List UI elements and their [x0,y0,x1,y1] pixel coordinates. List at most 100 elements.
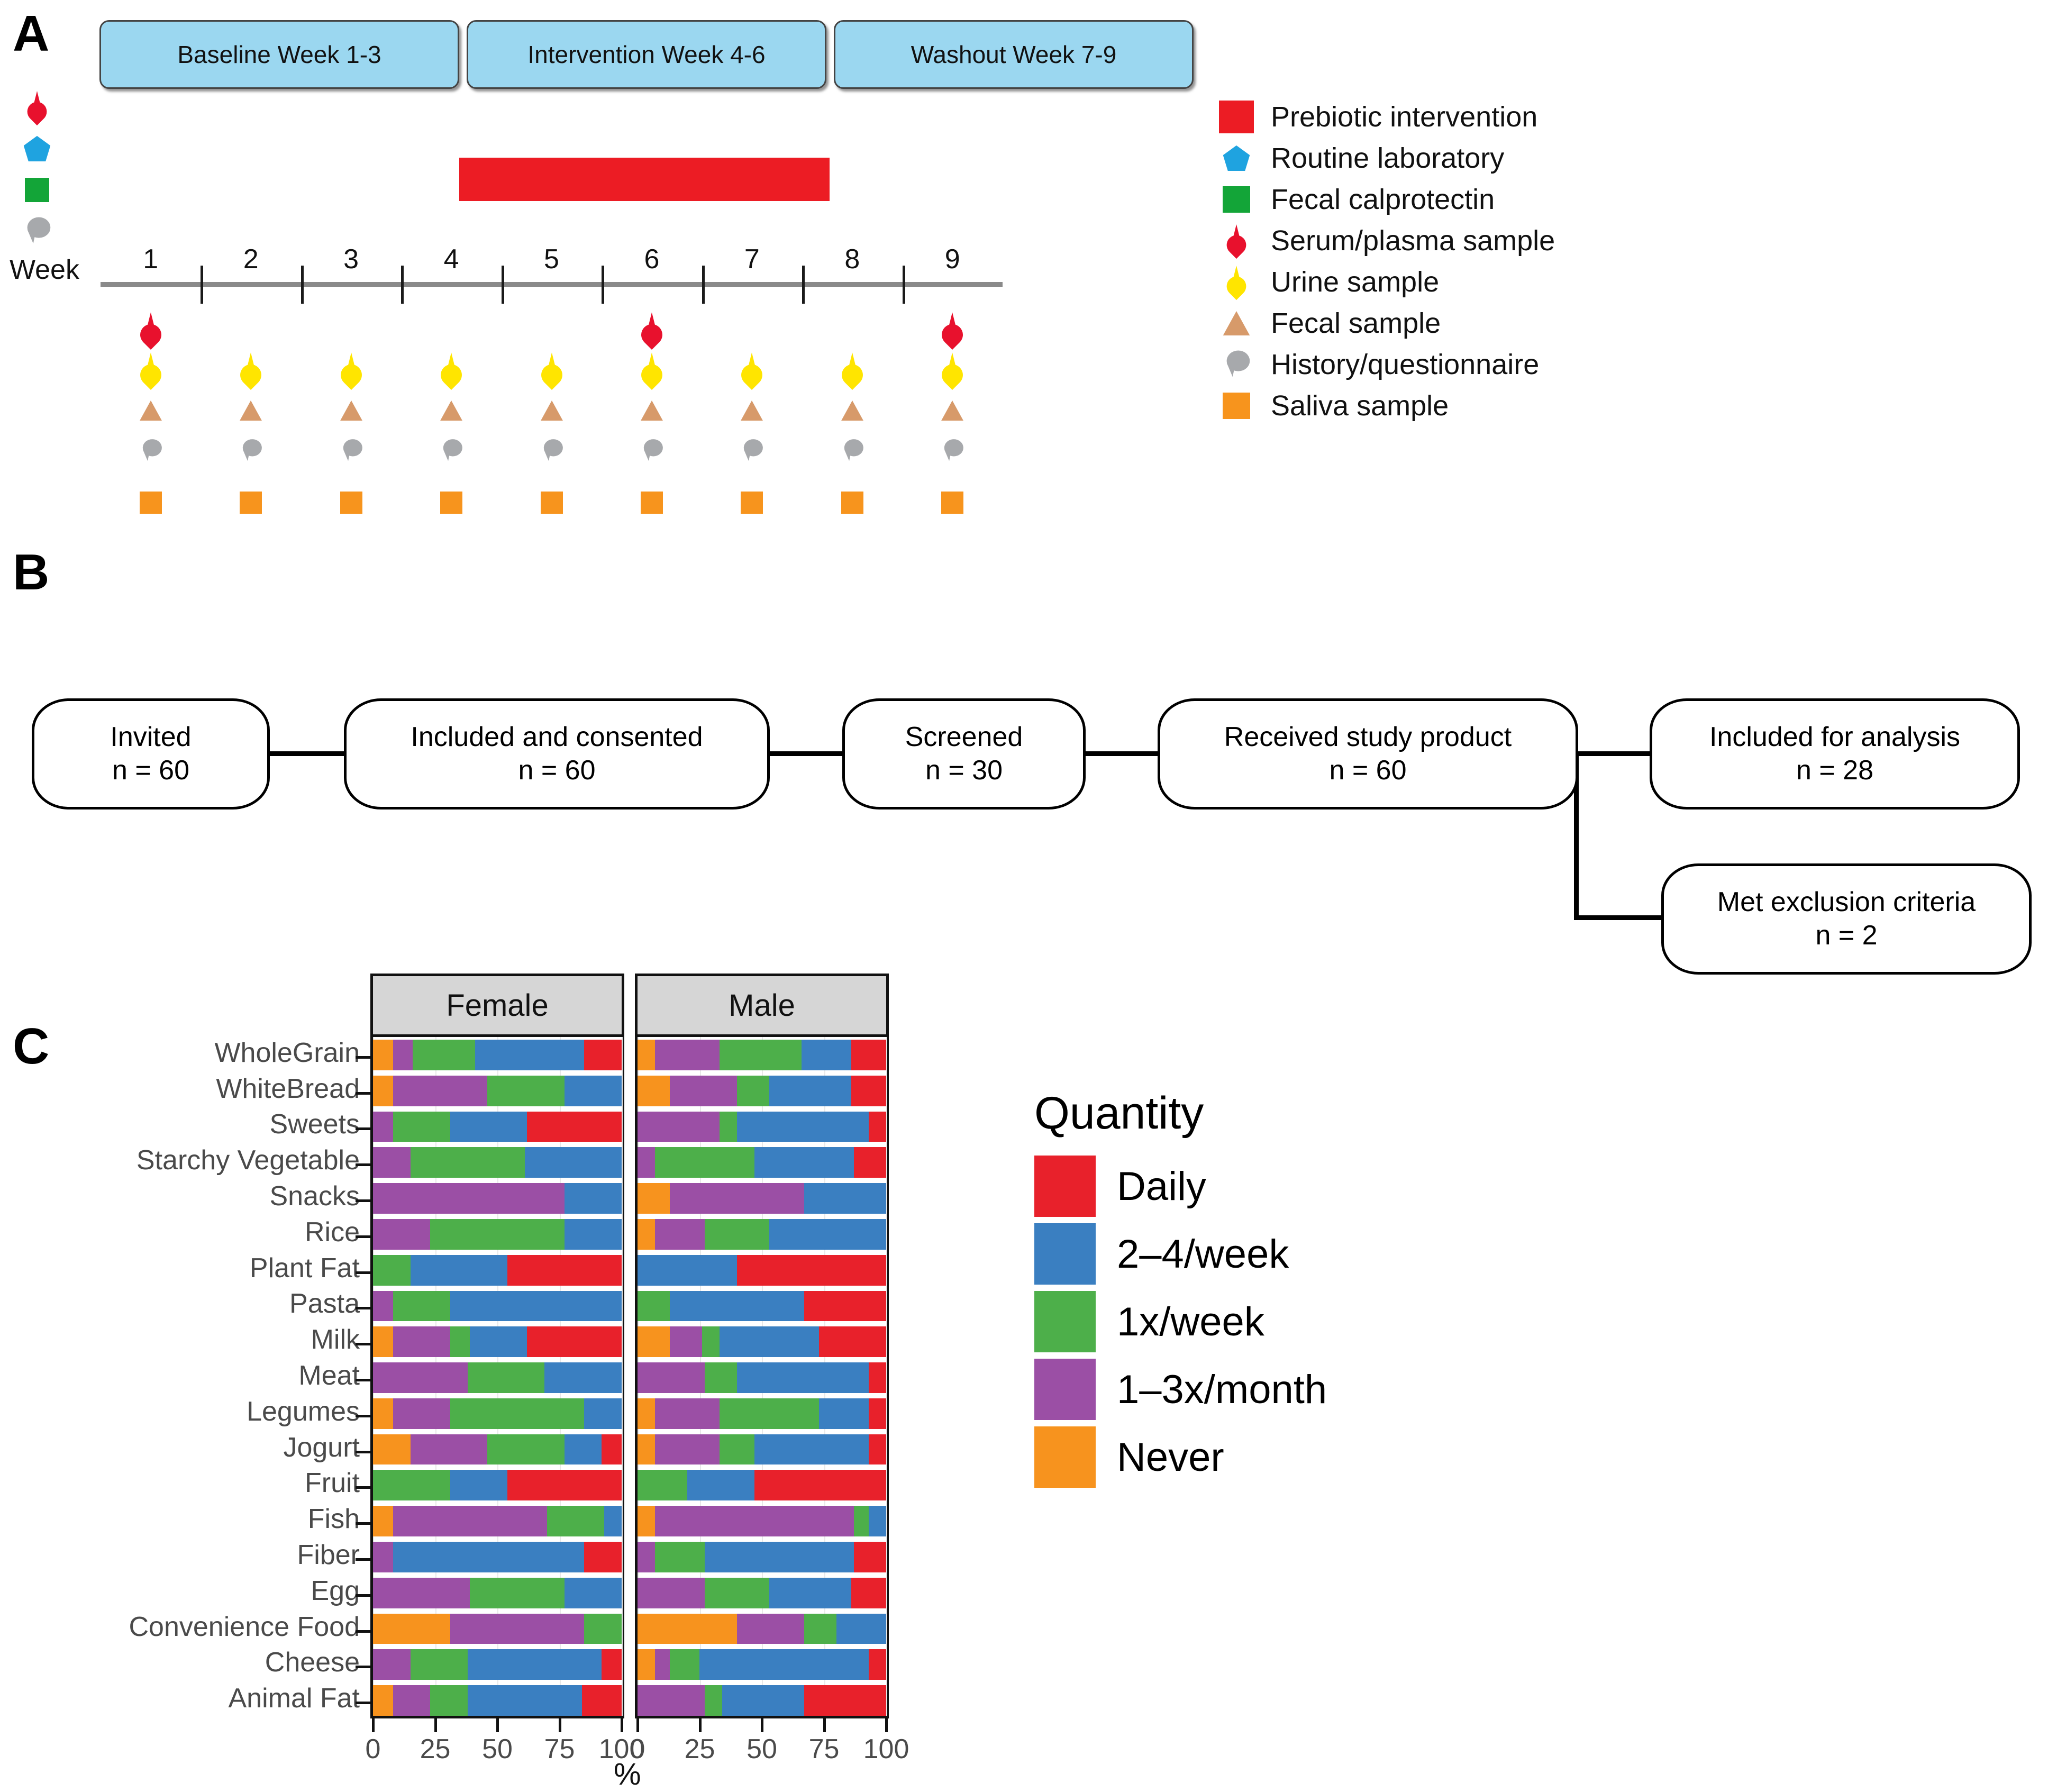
fecal-sample-triangle-icon [531,390,573,431]
category-label-cheese: Cheese [265,1647,360,1678]
legend-label: Fecal sample [1271,307,1441,339]
category-label-plant-fat: Plant Fat [249,1252,360,1284]
screening-visit-icons [23,90,51,246]
bar-segment [851,1040,886,1070]
urine-drop-icon [1217,265,1256,301]
history-questionnaire-bubble-icon [25,216,51,246]
bar-segment [581,1685,622,1716]
bar-segment [638,1183,670,1214]
legend-label: History/questionnaire [1271,349,1540,380]
bar-row [638,1290,886,1322]
bar-segment [804,1685,886,1716]
saliva-sample-square-icon [731,483,773,523]
bar-segment [393,1542,585,1572]
category-label-fruit: Fruit [305,1468,360,1499]
fecal-calprotectin-square-icon [1217,186,1256,213]
bar-segment [604,1506,622,1537]
bar-segment [527,1326,622,1358]
bar-row [638,1434,886,1465]
category-label-whitebread: WhiteBread [216,1073,360,1104]
sampling-empty-slot [731,310,773,350]
bar-row [638,1470,886,1501]
flow-node-count: n = 28 [1796,755,1874,786]
serum-plasma-drop-icon [1217,224,1256,259]
bar-row [638,1147,886,1178]
legend-item-saliva-square: Saliva sample [1217,389,1555,422]
saliva-square-icon [1217,393,1256,419]
bar-segment [670,1075,737,1106]
bar-segment [869,1649,886,1680]
week-tick-6 [702,266,705,304]
flow-node-included-for-analysis: Included for analysis n = 28 [1650,698,2020,809]
history-questionnaire-bubble-icon [430,431,472,471]
flow-node-received-study-product: Received study product n = 60 [1158,698,1578,809]
legend-item-history-questionnaire-bubble: History/questionnaire [1217,348,1555,381]
category-label-starchy-vegetable: Starchy Vegetable [136,1145,360,1176]
bar-row [638,1577,886,1608]
bar-row [638,1542,886,1572]
bar-segment [769,1075,852,1106]
bar-segment [836,1613,886,1644]
bar-segment [393,1075,488,1106]
category-label-meat: Meat [298,1360,360,1391]
fecal-sample-triangle-icon [130,390,172,431]
bar-segment [737,1254,886,1286]
bar-segment [564,1075,622,1106]
bar-segment [869,1434,886,1465]
bar-segment [804,1290,886,1322]
bar-segment [450,1470,507,1501]
flow-node-met-exclusion-criteria: Met exclusion criteria n = 2 [1661,863,2032,975]
flow-node-screened: Screened n = 30 [842,698,1086,809]
bar-segment [373,1254,411,1286]
bar-row [638,1183,886,1214]
bar-segment [373,1183,565,1214]
flow-node-count: n = 60 [518,755,596,786]
bar-segment [373,1362,468,1393]
bar-segment [507,1470,622,1501]
quantity-legend-item-1-3x-month: 1–3x/month [1034,1359,1327,1420]
bar-segment [527,1111,622,1142]
bar-row [638,1111,886,1142]
urine-drop-icon [531,350,573,390]
x-tick-100 [621,1718,623,1732]
bar-segment [638,1326,670,1358]
y-tick [356,1091,370,1095]
bar-segment [754,1470,886,1501]
legend-label: 1x/week [1117,1299,1264,1344]
bar-row [373,1111,622,1142]
bar-segment [410,1147,525,1178]
bar-segment [450,1398,585,1429]
saliva-sample-square-icon [230,483,272,523]
legend-title: Quantity [1034,1088,1204,1139]
week-label-3: 3 [343,244,359,275]
bar-row [373,1075,622,1106]
bar-segment [638,1362,705,1393]
panel-b-letter: B [13,544,50,601]
y-tick [356,1127,370,1131]
fecal-sample-triangle-icon [330,390,372,431]
category-label-convenience-food: Convenience Food [129,1611,360,1642]
bar-segment [687,1470,754,1501]
y-tick [356,1271,370,1274]
bar-segment [507,1254,622,1286]
legend-label: Daily [1117,1163,1206,1209]
flow-node-title: Screened [905,721,1023,752]
category-label-milk: Milk [311,1324,360,1356]
bar-segment [853,1506,869,1537]
week-label-9: 9 [944,244,960,275]
bar-segment [638,1613,737,1644]
bar-segment [654,1218,705,1250]
saliva-sample-square-icon [631,483,673,523]
sampling-column-week-5 [531,310,573,523]
x-axis-title: % [614,1757,641,1791]
bar-segment [851,1075,886,1106]
week-tick-2 [301,266,304,304]
bar-segment [802,1040,852,1070]
legend-label: Saliva sample [1271,390,1449,422]
bar-segment [373,1577,470,1608]
fecal-triangle-icon [1217,311,1256,335]
bar-segment [393,1326,450,1358]
week-label-8: 8 [844,244,860,275]
history-questionnaire-bubble-icon [931,431,973,471]
x-tick-label-75: 75 [544,1734,575,1764]
